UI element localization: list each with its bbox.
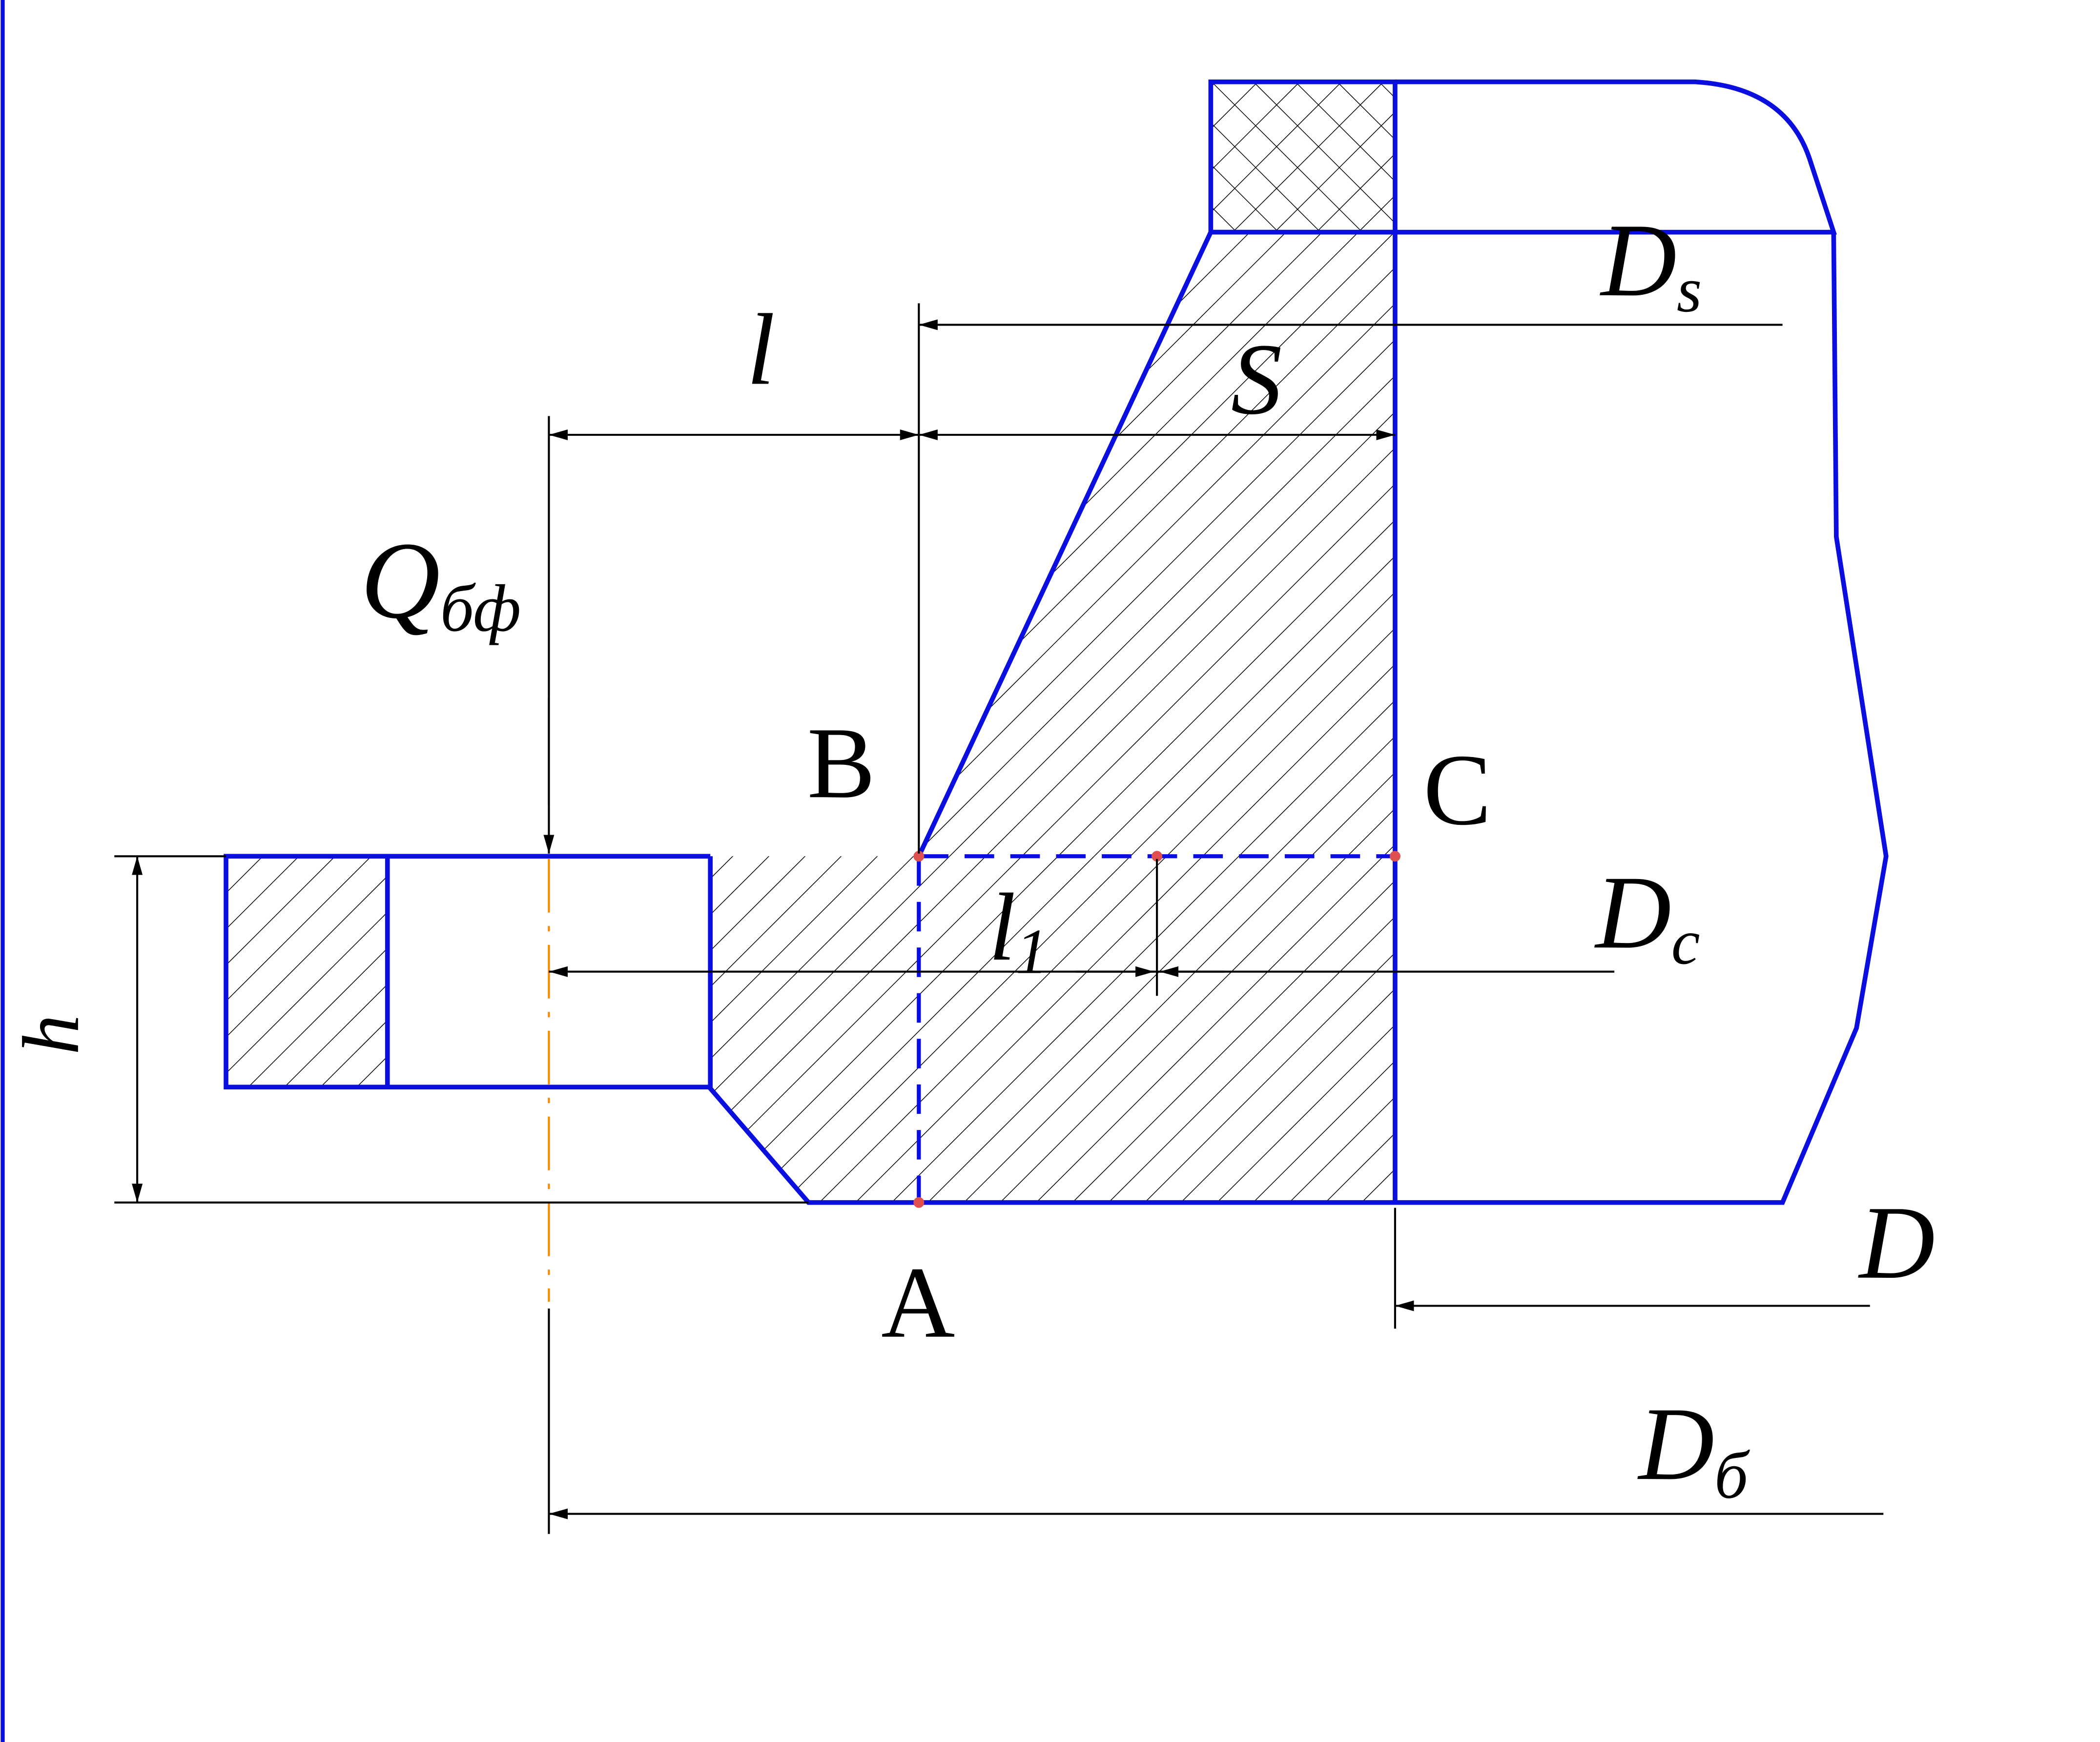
label-Db: Dб <box>1637 1386 1750 1512</box>
marker-B <box>913 851 925 862</box>
label-A: A <box>881 1247 955 1359</box>
labels: l S Ds Qбф B C A l1 Dc h D Dб <box>6 203 1935 1512</box>
label-l: l <box>747 294 775 407</box>
marker-mid <box>1152 851 1163 862</box>
label-Ds: Ds <box>1600 203 1702 326</box>
flange-left-outline <box>224 854 390 1089</box>
shell-section <box>1211 82 1395 232</box>
label-Dc: Dc <box>1594 855 1700 978</box>
hub-section <box>919 232 1395 857</box>
marker-A <box>913 1197 925 1208</box>
hatched-sections <box>226 82 1395 1203</box>
label-B: B <box>807 707 876 820</box>
label-Q: Qбф <box>361 519 521 645</box>
flange-body-section <box>710 856 1395 1203</box>
bolt-hole-outline <box>387 854 711 1089</box>
shell-top-outline <box>1211 79 1837 235</box>
flange-left-section <box>226 856 388 1087</box>
flange-body-outline <box>708 232 1889 1205</box>
marker-C <box>1389 851 1400 862</box>
label-D: D <box>1858 1185 1935 1301</box>
label-S: S <box>1231 323 1282 436</box>
outline-group <box>224 79 1889 1205</box>
dimension-lines <box>114 303 1884 1534</box>
label-h: h <box>6 1015 96 1055</box>
label-C: C <box>1423 734 1492 846</box>
label-l1: l1 <box>989 873 1048 987</box>
hub-taper-outline <box>916 231 1213 858</box>
point-markers <box>913 851 1400 1208</box>
